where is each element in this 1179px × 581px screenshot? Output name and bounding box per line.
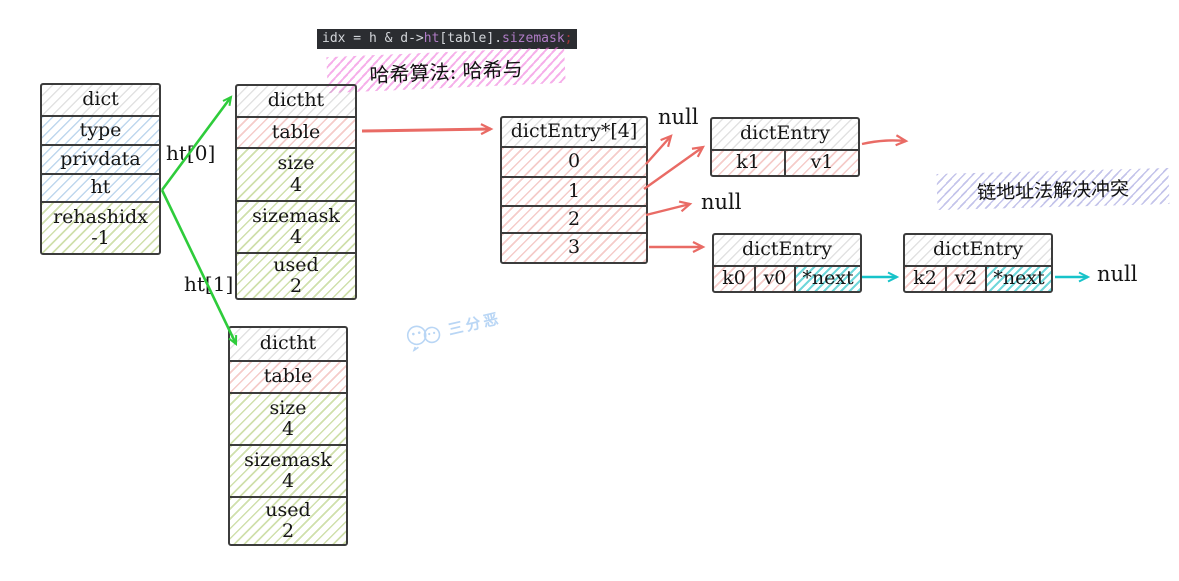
chain-resolution-note: 链地址法解决冲突 [936, 167, 1170, 211]
bucket-slot-1: 1 [502, 176, 646, 205]
bucket-array-title: dictEntry*[4] [502, 118, 646, 146]
dict-field-privdata: privdata [42, 144, 159, 173]
dict-entry-k2-cells: k2 v2 *next [905, 265, 1051, 291]
null-label-slot2: null [701, 190, 742, 214]
dictht-ht1-title: dictht [230, 328, 346, 360]
chain-resolution-note-text: 链地址法解决冲突 [976, 177, 1130, 204]
code-snippet: idx = h & d->ht[table].sizemask; [317, 29, 578, 49]
dict-entry-k0-title: dictEntry [714, 235, 860, 265]
bucket-slot-3: 3 [502, 232, 646, 262]
dict-entry-k0-box: dictEntry k0 v0 *next [712, 233, 862, 293]
dict-field-ht: ht [42, 173, 159, 201]
bucket-array-box: dictEntry*[4] 0 1 2 3 [500, 116, 648, 264]
watermark: 三分恶 [402, 303, 504, 353]
dict-entry-k2-key: k2 [905, 267, 945, 291]
hash-algorithm-note-text: 哈希算法: 哈希与 [369, 56, 524, 87]
dict-entry-k1-key: k1 [712, 151, 784, 175]
dict-struct-box: dict type privdata ht rehashidx -1 [40, 83, 161, 255]
dict-entry-k0-next-pointer: *next [794, 267, 860, 291]
code-semicolon: ; [564, 31, 573, 46]
dictht-ht0-table: table [237, 116, 355, 147]
arrow-slot0-to-null [645, 134, 673, 165]
bucket-slot-2: 2 [502, 205, 646, 232]
dict-entry-k2-box: dictEntry k2 v2 *next [903, 233, 1053, 293]
arrow-ht-to-dictht1 [160, 189, 238, 347]
arrow-slot1-to-entry-k1 [643, 145, 706, 190]
arrow-slot2-to-null [645, 200, 693, 217]
dict-field-type: type [42, 115, 159, 144]
dict-entry-k1-title: dictEntry [712, 119, 858, 149]
arrow-table-to-bucket-array [361, 123, 494, 136]
dict-entry-k0-key: k0 [714, 267, 754, 291]
dict-entry-k2-value: v2 [945, 267, 985, 291]
watermark-text: 三分恶 [446, 308, 503, 339]
null-label-slot0: null [658, 105, 699, 129]
dict-entry-k0-cells: k0 v0 *next [714, 265, 860, 291]
ht0-pointer-label: ht[0] [166, 141, 216, 165]
hash-algorithm-note: 哈希算法: 哈希与 [326, 46, 566, 94]
code-text-table: [table]. [439, 31, 503, 46]
null-label-chain-end: null [1097, 262, 1138, 286]
bucket-slot-0: 0 [502, 146, 646, 176]
dict-entry-k2-title: dictEntry [905, 235, 1051, 265]
ht1-pointer-label: ht[1] [184, 272, 234, 296]
chat-bubbles-icon [406, 325, 441, 353]
dict-entry-k0-value: v0 [754, 267, 794, 291]
code-keyword-ht: ht [423, 31, 440, 46]
dict-field-rehashidx: rehashidx -1 [42, 201, 159, 253]
code-keyword-sizemask: sizemask [502, 31, 565, 46]
dict-entry-k1-cells: k1 v1 [712, 149, 858, 175]
dict-entry-k2-next-pointer: *next [985, 267, 1051, 291]
arrow-entry-k1-next [861, 134, 909, 147]
code-text: idx = h & d-> [322, 31, 424, 46]
dict-entry-k1-value: v1 [784, 151, 858, 175]
dict-title: dict [42, 85, 159, 115]
dictht-ht1-table: table [230, 360, 346, 392]
dictht-ht0-title: dictht [237, 86, 355, 116]
dict-entry-k1-box: dictEntry k1 v1 [710, 117, 860, 177]
